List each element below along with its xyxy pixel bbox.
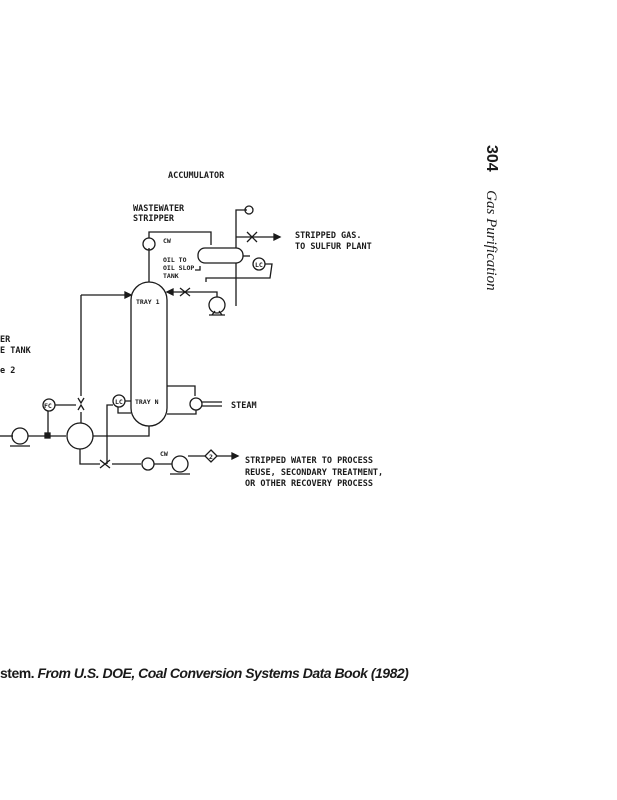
label-cw-bottom: CW: [160, 450, 168, 458]
condenser-bottom: [141, 457, 155, 471]
label-left1: ER: [0, 335, 11, 345]
label-gas1: STRIPPED GAS.: [295, 231, 362, 241]
label-sample: 2: [209, 453, 213, 461]
accumulator-drum: [197, 247, 244, 264]
sample-point: [204, 449, 218, 463]
label-wastewater: WASTEWATER: [133, 204, 185, 214]
feed-bottoms-exchanger: [66, 422, 94, 450]
label-accumulator: ACCUMULATOR: [168, 171, 225, 181]
label-water1: STRIPPED WATER TO PROCESS: [245, 456, 373, 466]
label-lc-bottom: LC: [115, 398, 123, 406]
label-gas2: TO SULFUR PLANT: [295, 242, 372, 252]
label-water2: REUSE, SECONDARY TREATMENT,: [245, 468, 383, 478]
label-steam: STEAM: [231, 401, 257, 411]
label-water3: OR OTHER RECOVERY PROCESS: [245, 479, 373, 489]
feed-pump: [11, 427, 29, 445]
label-cw-top: CW: [163, 237, 171, 245]
reflux-pump: [208, 296, 226, 314]
label-oil2: OIL SLOP: [163, 264, 194, 272]
figure-caption: stem. From U.S. DOE, Coal Conversion Sys…: [0, 665, 409, 681]
pressure-controller: [244, 205, 254, 215]
label-left2: E TANK: [0, 346, 32, 356]
label-fc: FC: [44, 402, 52, 410]
caption-prefix: stem.: [0, 665, 35, 681]
stripper-column: [130, 281, 168, 427]
label-oil3: TANK: [163, 272, 179, 280]
reboiler: [189, 397, 203, 411]
caption-source: From U.S. DOE, Coal Conversion Systems D…: [37, 665, 409, 681]
label-tray1: TRAY 1: [136, 298, 160, 306]
process-flow-diagram: ACCUMULATOR WASTEWATER STRIPPER CW OIL T…: [0, 171, 383, 489]
water-pump: [171, 455, 189, 473]
label-trayn: TRAY N: [135, 398, 159, 406]
label-stripper: STRIPPER: [133, 214, 175, 224]
label-lc-top: LC: [255, 261, 263, 269]
label-oil1: OIL TO: [163, 256, 187, 264]
label-left3: e 2: [0, 366, 15, 376]
